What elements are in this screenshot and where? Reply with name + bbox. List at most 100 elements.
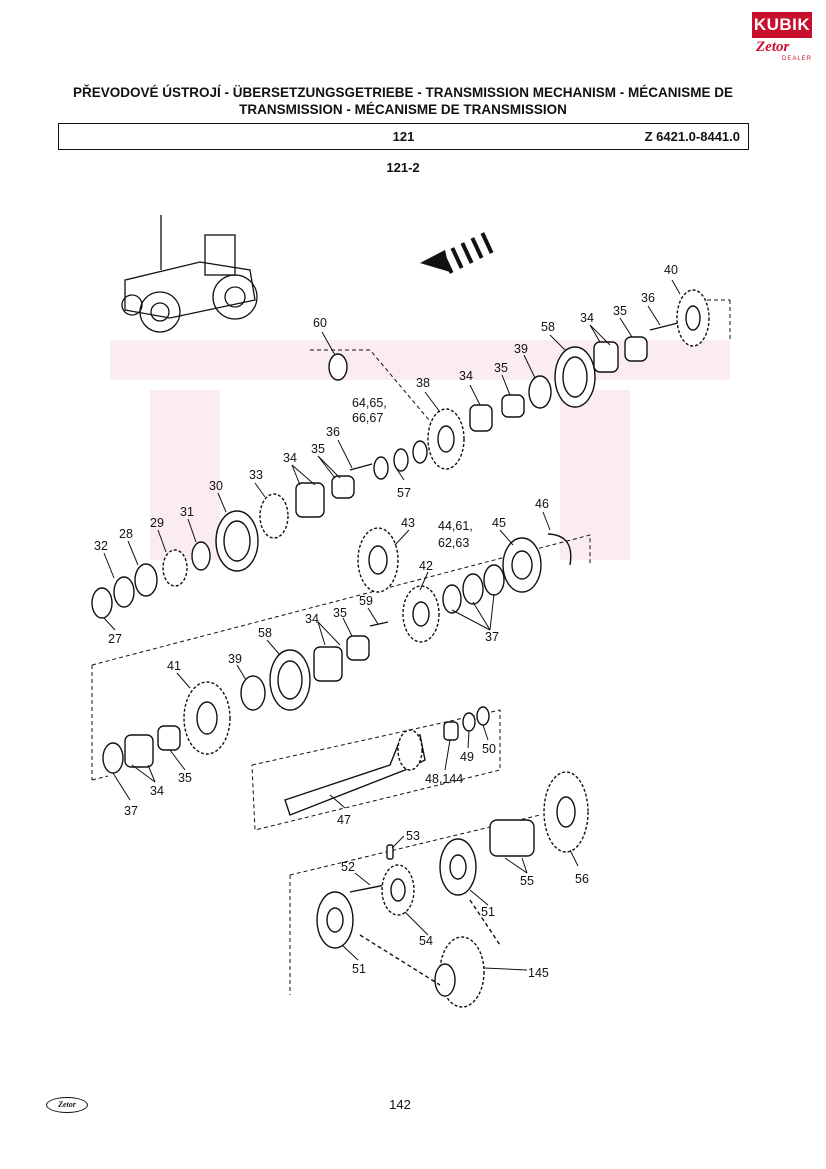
synchro-30-inner: [223, 520, 251, 562]
ring-49: [462, 712, 476, 732]
hub-51a-bore: [326, 907, 344, 933]
callout-label: 27: [108, 632, 122, 646]
callout-label: 50: [482, 742, 496, 756]
shim-44b: [462, 573, 484, 605]
callout-label: 36: [326, 425, 340, 439]
callout-label: 48,144: [425, 772, 463, 786]
logo-kubik: KUBIK: [752, 12, 812, 38]
callout-label: 42: [419, 559, 433, 573]
callout-label: 57: [397, 486, 411, 500]
callout-label: 38: [416, 376, 430, 390]
callout-label: 35: [494, 361, 508, 375]
ring-39b: [240, 675, 266, 711]
footer-brand-mark: Zetor: [46, 1097, 88, 1113]
gear-56-bore: [556, 796, 576, 828]
bearing-34b: [593, 341, 619, 373]
callout-label: 59: [359, 594, 373, 608]
bearing-48: [443, 721, 459, 741]
callout-label: 35: [311, 442, 325, 456]
callout-label: 55: [520, 874, 534, 888]
tractor-illustration: [121, 215, 258, 333]
parts-row-lower: [102, 635, 490, 816]
shim-44c: [483, 564, 505, 596]
parts-row-top: [328, 289, 710, 480]
callout-label: 53: [406, 829, 420, 843]
callout-label: 58: [541, 320, 555, 334]
callout-label: 36: [641, 291, 655, 305]
model-range: Z 6421.0-8441.0: [644, 129, 740, 144]
pin-36b: [349, 463, 373, 471]
callout-label: 33: [249, 468, 263, 482]
washer-57b: [393, 448, 409, 472]
callout-label: 49: [460, 750, 474, 764]
callout-label: 29: [150, 516, 164, 530]
sleeve-35c: [331, 475, 355, 499]
axis-line: [359, 934, 441, 986]
callout-label: 39: [228, 652, 242, 666]
callout-label: 47: [337, 813, 351, 827]
gear-38-bore: [437, 425, 455, 453]
callout-label: 34: [305, 612, 319, 626]
gear-40-bore: [685, 305, 701, 331]
axis-line-2: [469, 899, 501, 946]
parts-row-bottom: [316, 771, 589, 1008]
callout-label: 35: [613, 304, 627, 318]
callout-label: 40: [664, 263, 678, 277]
callout-label: 35: [178, 771, 192, 785]
bearing-34a: [469, 404, 493, 432]
gear-145-hub: [434, 963, 456, 997]
callout-label: 62,63: [438, 536, 469, 550]
page-title: PŘEVODOVÉ ÚSTROJÍ - ÜBERSETZUNGSGETRIEBE…: [72, 85, 734, 117]
watermark: [110, 340, 730, 560]
callout-label: 34: [150, 784, 164, 798]
callout-label: 37: [124, 804, 138, 818]
callout-label: 51: [352, 962, 366, 976]
group-code: 121: [392, 129, 415, 144]
callout-label: 34: [283, 451, 297, 465]
bearing-45-inner: [511, 550, 533, 580]
group-frames: [91, 299, 731, 995]
bearing-34d: [124, 734, 154, 768]
sleeve-35d: [157, 725, 181, 751]
gear-43-bore: [368, 545, 388, 575]
bearing-34c: [295, 482, 325, 518]
gear-33: [259, 493, 289, 539]
ring-60: [328, 353, 348, 381]
kubik-zetor-logo: KUBIK Zetor DEALER: [752, 12, 812, 64]
callout-label: 54: [419, 934, 433, 948]
sleeve-35a: [501, 394, 525, 418]
synchro-58b-inner: [277, 660, 303, 700]
shaft-47: [284, 734, 426, 816]
logo-zetor: Zetor: [756, 39, 790, 55]
ring-37: [102, 742, 124, 774]
group-bar: 121 Z 6421.0-8441.0: [58, 123, 749, 150]
callout-label: 34: [459, 369, 473, 383]
callout-label: 39: [514, 342, 528, 356]
synchro-58a-inner: [562, 356, 588, 398]
callout-label: 46: [535, 497, 549, 511]
washer-57a: [373, 456, 389, 480]
bearing-55: [489, 819, 535, 857]
callout-label: 60: [313, 316, 327, 330]
callout-label: 64,65,: [352, 396, 387, 410]
callout-label: 44,61,: [438, 519, 473, 533]
callout-label: 37: [485, 630, 499, 644]
callout-label: 66,67: [352, 411, 383, 425]
callout-label: 45: [492, 516, 506, 530]
gear-42-bore: [412, 601, 430, 627]
circlip-46: [547, 533, 572, 566]
callout-label: 34: [580, 311, 594, 325]
ring-39a: [528, 375, 552, 409]
page-number: 142: [389, 1097, 411, 1112]
callout-label: 56: [575, 872, 589, 886]
pin-52: [349, 884, 386, 893]
ring-32: [113, 576, 135, 608]
callout-label: 58: [258, 626, 272, 640]
callout-label: 35: [333, 606, 347, 620]
gear-41-bore: [196, 701, 218, 735]
key-53: [386, 844, 394, 860]
direction-arrow-icon: [420, 232, 494, 274]
callout-label: 52: [341, 860, 355, 874]
parts-row-middle: [91, 463, 572, 643]
bearing-34e: [313, 646, 343, 682]
